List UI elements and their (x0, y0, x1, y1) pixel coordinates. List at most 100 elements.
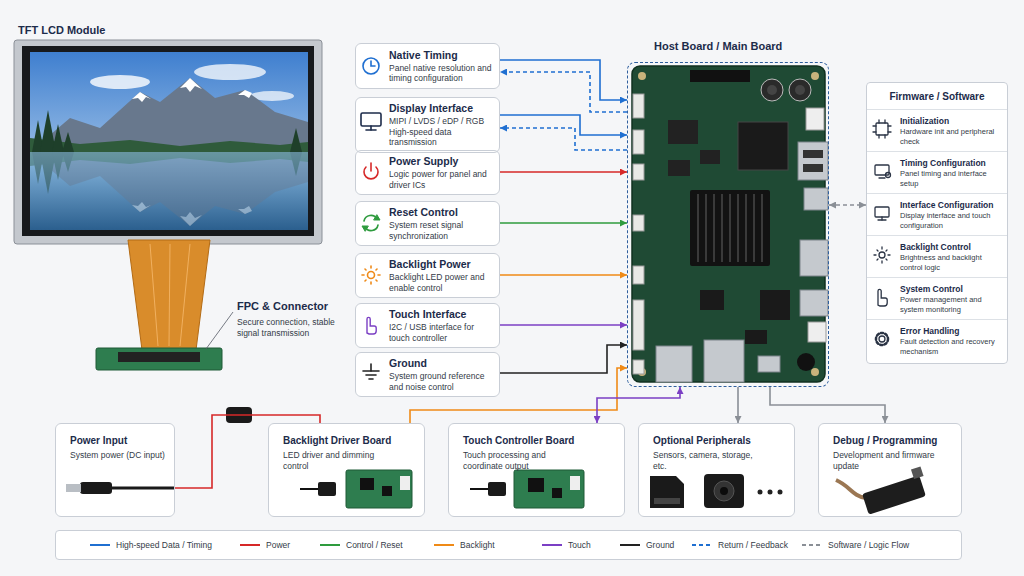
node-description: MIPI / LVDS / eDP / RGB High-speed data … (389, 116, 494, 148)
signal-icons-part (366, 129, 376, 131)
node-title: Interface Configuration (900, 200, 1003, 211)
software-icons-part (875, 207, 889, 217)
node-description: Logic power for panel and driver ICs (389, 169, 494, 190)
node-title: Power Supply (389, 155, 494, 168)
node-title: Native Timing (389, 49, 494, 62)
signal-icons-part-part (365, 280, 366, 281)
peripheral-box: Power InputSystem power (DC input) (55, 423, 175, 517)
host-board-picture-part (690, 190, 770, 266)
signal-icons-part-part (363, 370, 379, 372)
lcd-module-part (118, 352, 200, 362)
legend-item: High-speed Data / Timing (89, 531, 212, 559)
module-title: TFT LCD Module (18, 24, 105, 37)
legend-line (90, 544, 110, 546)
legend-line (692, 544, 712, 546)
host-board-picture-part-part (737, 194, 739, 262)
peripheral-pictures-part (346, 470, 412, 508)
legend-sample (541, 540, 563, 550)
box-fill (355, 97, 500, 153)
node-title: Reset Control (389, 206, 494, 219)
host-board-picture-part (761, 79, 783, 101)
signal-icons-part-part (366, 374, 376, 376)
software-icons-part-part (888, 131, 891, 132)
host-board-picture-part (760, 290, 790, 320)
host-board-picture-part (803, 150, 823, 158)
host-board-picture-part (798, 142, 828, 180)
node-description: System ground reference and noise contro… (389, 371, 494, 392)
connector (500, 345, 627, 373)
peripheral-pictures-part (382, 486, 392, 496)
signal-icons-part (368, 272, 375, 279)
box-fill (268, 423, 425, 517)
host-board-frame: Host Board / Main Board (627, 62, 829, 387)
host-board-picture-part (789, 79, 811, 101)
software-item: System ControlPower management and syste… (867, 277, 1007, 319)
legend-text: Return / Feedback (718, 540, 788, 550)
software-icons-part (879, 177, 885, 178)
box-fill (818, 423, 962, 517)
host-board-picture-part (633, 215, 644, 231)
software-icons-part-part (886, 250, 887, 251)
node-description: Display interface and touch configuratio… (900, 211, 1003, 230)
node-description: System power (DC input) (70, 450, 166, 461)
connector (500, 60, 627, 100)
node-title: Touch Controller Board (463, 434, 616, 447)
node-description: Power management and system monitoring (900, 295, 1003, 314)
box-fill (355, 201, 500, 246)
peripheral-pictures-part (862, 475, 926, 514)
box-fill (355, 303, 500, 348)
node-description: Touch processing and coordinate output (463, 450, 573, 471)
lcd-module-part (206, 312, 233, 349)
host-board-picture-part (633, 94, 644, 118)
label-anchor: FPC & Connector (237, 300, 328, 313)
peripheral-pictures-part (720, 487, 728, 495)
peripheral-pictures-part (654, 498, 680, 504)
host-board-picture-part (633, 164, 644, 180)
peripheral-pictures-part (528, 478, 544, 492)
lcd-module-part-part-part (52, 124, 64, 152)
connector (500, 324, 627, 326)
host-board-picture-part (745, 330, 767, 344)
node-title: Display Interface (389, 102, 494, 115)
legend-sample (619, 540, 641, 550)
legend-line (620, 544, 640, 546)
host-board-picture-part (738, 122, 788, 170)
legend-text: Backlight (460, 540, 495, 550)
software-icons-part (878, 219, 886, 220)
node-title: Timing Configuration (900, 158, 1003, 169)
part-note: Secure connection, stable signal transmi… (237, 317, 357, 338)
host-board-picture-part (632, 66, 825, 382)
software-icons-part-part (888, 254, 890, 255)
legend-sample (801, 540, 823, 550)
signal-icons-part-part (370, 266, 372, 268)
software-panel: Firmware / SoftwareInitializationHardwar… (866, 82, 1008, 364)
node-title: Firmware / Software (867, 83, 1007, 103)
label-anchor: Secure connection, stable signal transmi… (237, 317, 357, 338)
legend-item: Power (239, 531, 290, 559)
connector (770, 387, 885, 423)
host-board-picture-part (633, 130, 644, 154)
legend-text: Power (266, 540, 290, 550)
host-board-picture-part-part (705, 194, 707, 262)
box-fill (448, 423, 625, 517)
node-title: Error Handling (900, 326, 1003, 337)
node-description: Sensors, camera, storage, etc. (653, 450, 763, 471)
host-board-picture-part (811, 72, 819, 80)
software-icons-part (876, 123, 888, 135)
software-icons-part (879, 336, 885, 342)
signal-icons-part (362, 226, 368, 231)
node-description: Hardware init and peripheral check (900, 127, 1003, 146)
peripheral-box: Backlight Driver BoardLED driver and dim… (268, 423, 425, 517)
lcd-module-part-part (90, 75, 150, 89)
lcd-module-part (169, 244, 170, 346)
peripheral-box: Optional PeripheralsSensors, camera, sto… (638, 423, 795, 517)
node-title: Debug / Programming (833, 434, 953, 447)
node-title: Backlight Control (900, 242, 1003, 253)
connector (597, 387, 680, 423)
signal-icons-part (361, 113, 381, 126)
node-title: Host Board / Main Board (654, 40, 854, 53)
host-board-picture-part (811, 368, 819, 376)
box-fill (866, 82, 1008, 364)
legend-sample (691, 540, 713, 550)
